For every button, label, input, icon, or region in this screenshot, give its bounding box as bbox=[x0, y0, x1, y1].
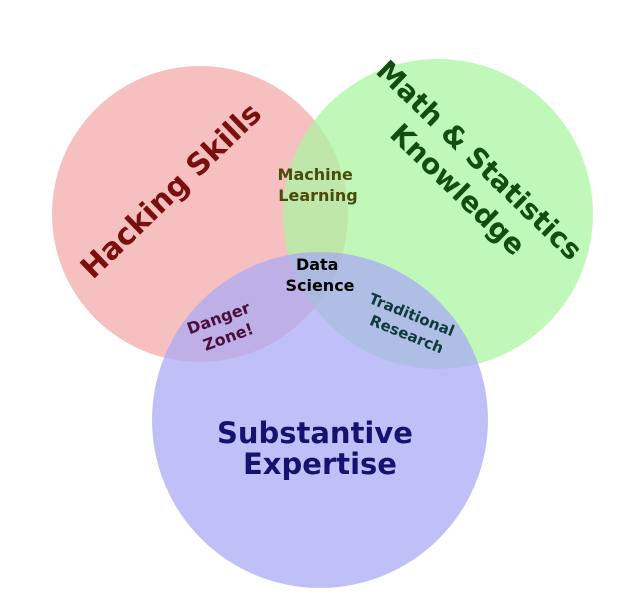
substantive-expertise-label-line-2: Expertise bbox=[243, 447, 397, 481]
substantive-circle bbox=[152, 252, 488, 588]
data-science-label-line-2: Science bbox=[285, 276, 354, 295]
substantive-expertise-label: Substantive Expertise bbox=[217, 416, 423, 481]
machine-learning-label-line-1: Machine bbox=[278, 165, 353, 184]
machine-learning-label-line-2: Learning bbox=[278, 186, 357, 205]
data-science-label: Data Science bbox=[285, 255, 354, 295]
circles-group bbox=[52, 59, 593, 588]
data-science-label-line-1: Data bbox=[296, 255, 339, 274]
substantive-expertise-label-line-1: Substantive bbox=[217, 416, 413, 450]
machine-learning-label: Machine Learning bbox=[278, 165, 359, 205]
